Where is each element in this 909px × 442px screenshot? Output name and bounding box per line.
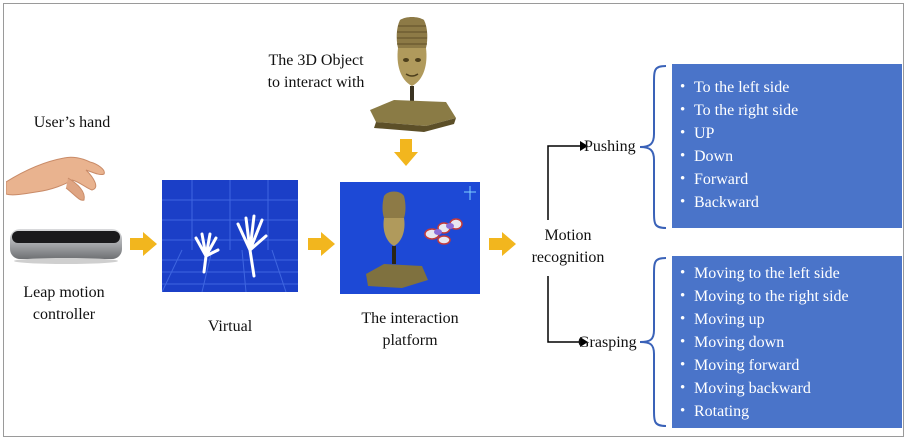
virtual-label: Virtual	[207, 318, 253, 335]
flow-arrow-down	[394, 139, 418, 166]
pushing-list: To the left side To the right side UP Do…	[672, 64, 902, 228]
users-hand-label: User’s hand	[33, 114, 111, 131]
grasping-list: Moving to the left side Moving to the ri…	[672, 256, 902, 428]
pushing-label: Pushing	[584, 138, 636, 155]
object-label-line2: to interact with	[267, 74, 365, 91]
pushing-item: To the left side	[680, 76, 902, 99]
pushing-item: Backward	[680, 191, 902, 214]
grasping-label: Grasping	[578, 334, 637, 351]
flow-arrow-2	[308, 232, 335, 256]
object-label-line1: The 3D Object	[268, 52, 364, 69]
grasping-item: Moving forward	[680, 354, 902, 377]
pushing-item: Forward	[680, 168, 902, 191]
flow-arrow-1	[130, 232, 157, 256]
grasping-item: Rotating	[680, 400, 902, 423]
interaction-platform-panel	[340, 182, 480, 294]
flow-arrow-3	[489, 232, 516, 256]
leap-label-line1: Leap motion	[23, 284, 105, 301]
grasping-item: Moving up	[680, 308, 902, 331]
pushing-item: To the right side	[680, 99, 902, 122]
motion-label-line1: Motion	[544, 227, 592, 244]
pushing-item: UP	[680, 122, 902, 145]
grasping-brace	[639, 257, 667, 427]
pushing-brace	[639, 65, 667, 229]
grasping-item: Moving backward	[680, 377, 902, 400]
figure-frame	[3, 3, 904, 437]
hand-image	[6, 156, 105, 201]
3d-object-statue	[370, 17, 456, 132]
grasping-item: Moving down	[680, 331, 902, 354]
grasping-item: Moving to the right side	[680, 285, 902, 308]
leap-label-line2: controller	[32, 306, 96, 323]
virtual-hands-panel	[162, 180, 298, 292]
branch-arrows	[547, 141, 588, 347]
motion-label-line2: recognition	[531, 249, 605, 266]
grasping-item: Moving to the left side	[680, 262, 902, 285]
platform-label-line1: The interaction	[361, 310, 459, 327]
leap-motion-device	[10, 229, 122, 264]
platform-label-line2: platform	[382, 332, 438, 349]
pushing-item: Down	[680, 145, 902, 168]
